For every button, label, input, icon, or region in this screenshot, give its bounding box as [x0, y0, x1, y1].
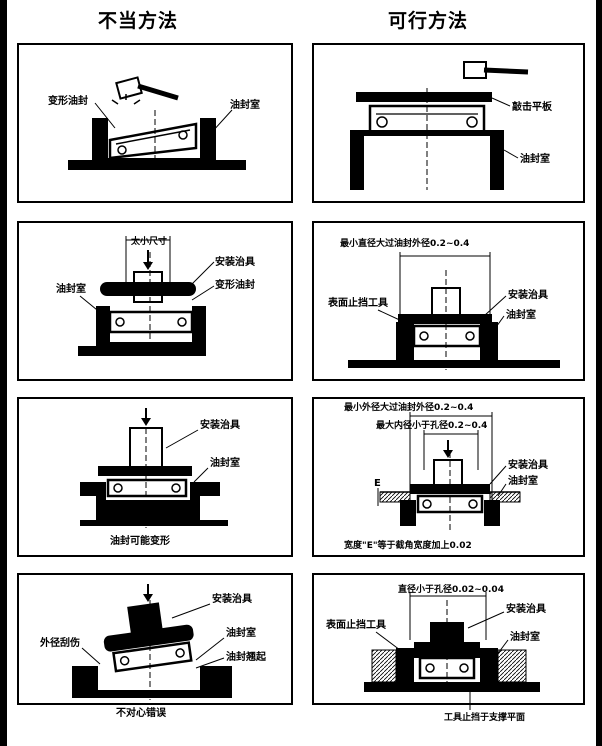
label-seal-chamber: 油封室: [506, 308, 536, 321]
label-install-tool: 安装治具: [508, 458, 548, 471]
install-tool-head: [103, 624, 194, 652]
hammer-icon: [115, 76, 179, 101]
label-seal-chamber: 油封室: [510, 630, 540, 643]
panel-wrong-4: 安装治具 外径刮伤 油封室 油封翘起 不对心错误: [17, 573, 293, 719]
down-arrow-icon: [143, 594, 153, 602]
housing: [72, 666, 232, 698]
label-install-tool: 安装治具: [506, 602, 546, 615]
label-deformed-seal: 变形油封: [215, 278, 255, 291]
label-e: E: [374, 478, 381, 489]
label-striking-plate: 敲击平板: [512, 100, 553, 113]
impact-marks: [111, 94, 141, 105]
hammer-icon: [463, 61, 529, 79]
install-tool-head: [100, 282, 196, 296]
caption-width-e: 宽度"E"等于截角宽度加上0.02: [343, 539, 472, 551]
label-install-tool: 安装治具: [212, 592, 252, 605]
panel-right-1: 敲击平板 油封室: [312, 43, 585, 203]
support-plane: [364, 682, 540, 692]
header-correct-method: 可行方法: [388, 10, 469, 32]
label-outer-scratch: 外径刮伤: [39, 636, 80, 649]
down-arrow-icon: [141, 418, 151, 426]
label-seal-chamber: 油封室: [56, 282, 86, 295]
caption-misalignment: 不对心错误: [116, 706, 167, 719]
label-surface-stop: 表面止挡工具: [327, 296, 388, 309]
label-surface-stop: 表面止挡工具: [325, 618, 386, 631]
label-install-tool: 安装治具: [508, 288, 548, 301]
note-min-diameter: 最小直径大过油封外径0.2~0.4: [340, 237, 469, 249]
label-seal-chamber: 油封室: [210, 456, 240, 469]
label-seal-chamber: 油封室: [508, 474, 538, 487]
caption-may-deform: 油封可能变形: [110, 534, 170, 547]
caption-tool-stop: 工具止挡于支撑平面: [444, 711, 525, 723]
panel-wrong-3: 安装治具 油封室 油封可能变形: [17, 397, 293, 557]
label-install-tool: 安装治具: [215, 255, 255, 268]
label-seal-chamber: 油封室: [230, 98, 260, 111]
note-max-inner: 最大内径小于孔径0.2~0.4: [376, 419, 487, 431]
install-tool-plate: [398, 314, 492, 324]
label-seal-chamber: 油封室: [226, 626, 256, 639]
label-install-tool: 安装治具: [200, 418, 240, 431]
install-tool-stem: [127, 602, 164, 637]
panel-right-2: 最小直径大过油封外径0.2~0.4 安装治具 表面止挡工具 油封室: [312, 221, 585, 381]
striking-plate: [356, 92, 492, 102]
label-seal-chamber: 油封室: [520, 152, 550, 165]
panel-wrong-1: 变形油封 油封室: [17, 43, 293, 203]
note-diameter-less: 直径小于孔径0.02~0.04: [398, 583, 504, 595]
housing: [68, 118, 246, 170]
note-min-outer: 最小外径大过油封外径0.2~0.4: [344, 401, 473, 413]
panel-right-3: 最小外径大过油封外径0.2~0.4 最大内径小于孔径0.2~0.4 E 安装治具: [312, 397, 585, 557]
housing: [80, 482, 220, 520]
install-tool-plate: [98, 466, 192, 476]
housing-base: [348, 360, 560, 368]
label-too-small: 太小尺寸: [130, 235, 167, 247]
panel-wrong-2: 太小尺寸 安装治具 油封室 变形油封: [17, 221, 293, 381]
label-deformed-seal: 变形油封: [48, 94, 88, 107]
panel-right-4: 直径小于孔径0.02~0.04 表面止挡工具 安装治具 油封室 工具止挡于支撑平…: [312, 573, 585, 723]
label-seal-lift: 油封翘起: [226, 650, 267, 663]
header-wrong-method: 不当方法: [98, 10, 179, 32]
